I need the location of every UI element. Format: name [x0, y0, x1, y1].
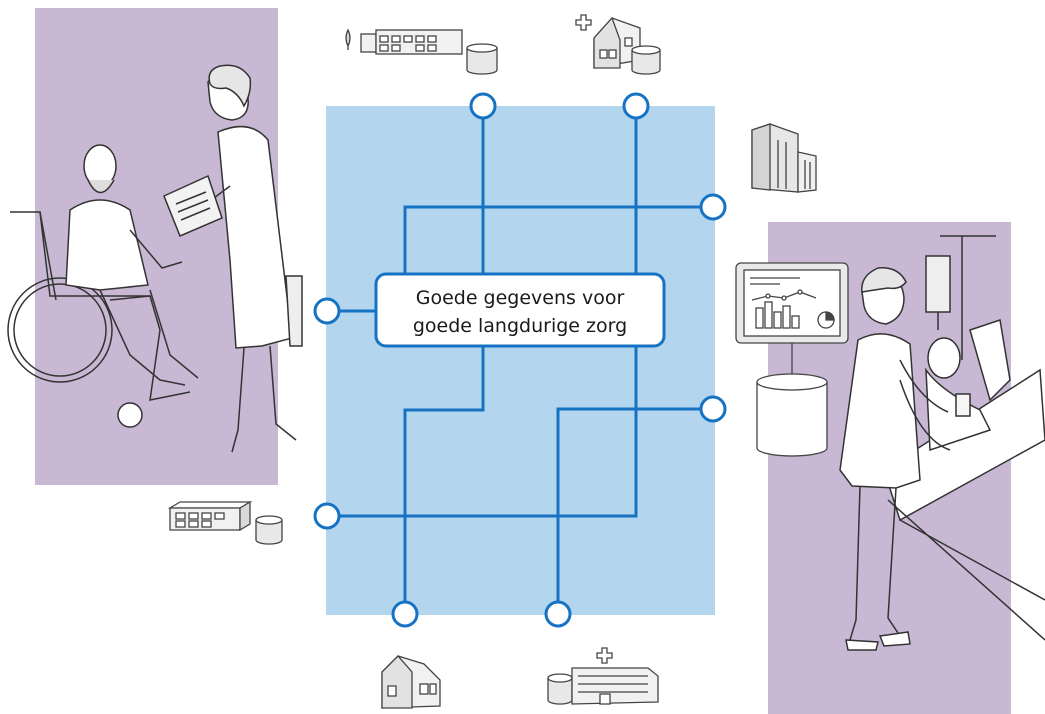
dashboard-database-icon — [735, 262, 849, 457]
row-houses-database-icon — [167, 500, 283, 545]
nurse-with-patient-in-bed-illustration — [839, 235, 1045, 651]
network-nodes — [313, 92, 727, 628]
network-node — [622, 92, 650, 120]
network-node — [313, 502, 341, 530]
center-label: Goede gegevens voor goede langdurige zor… — [374, 272, 666, 348]
network-lines — [327, 106, 713, 612]
office-tower-icon — [751, 123, 817, 193]
center-label-box — [374, 272, 666, 348]
network-node — [544, 600, 572, 628]
house-icon — [381, 655, 441, 709]
network-node — [313, 297, 341, 325]
caregiver-with-wheelchair-user-illustration — [7, 64, 303, 453]
network-node — [469, 92, 497, 120]
network-panel — [326, 106, 715, 615]
clinic-house-icon — [575, 14, 661, 75]
network-node — [699, 193, 727, 221]
center-label-line1: Goede gegevens voor — [416, 287, 625, 309]
hospital-icon — [547, 647, 659, 705]
network-node — [699, 395, 727, 423]
care-home-with-tree-icon — [345, 28, 498, 75]
center-label-line2: goede langdurige zorg — [413, 315, 627, 337]
network-node — [391, 600, 419, 628]
